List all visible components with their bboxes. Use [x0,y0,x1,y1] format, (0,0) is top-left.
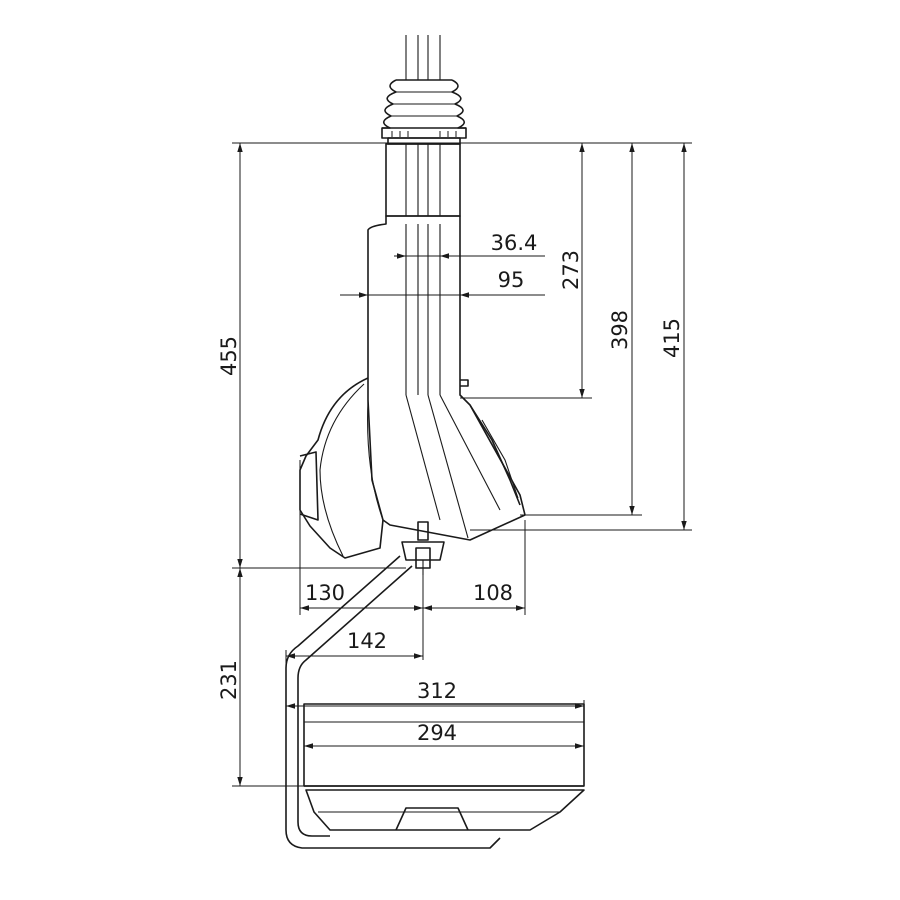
lamp-head [299,377,521,559]
upper-cylinder [385,143,461,217]
dimension-108-label: 108 [473,581,513,605]
dimension-294: 294 [304,721,584,749]
dimension-130: 130 [300,581,423,611]
dimension-36-4: 36.4 [394,231,545,259]
dimension-312: 312 [286,679,584,709]
dimension-108: 108 [423,581,525,611]
dimension-130-label: 130 [305,581,345,605]
dimension-398-label: 398 [608,310,632,350]
dimension-415-label: 415 [660,318,684,358]
dimension-142-label: 142 [347,629,387,653]
dimension-455: 455 [217,143,243,568]
extension-lines [232,142,692,787]
dimension-273: 273 [559,143,585,398]
dimension-312-label: 312 [417,679,457,703]
dimension-36-4-label: 36.4 [491,231,538,255]
lamp-column [367,215,526,541]
dimension-455-label: 455 [217,336,241,376]
dimension-273-label: 273 [559,250,583,290]
dimension-231: 231 [217,568,243,786]
swivel-joint [401,521,445,575]
suspension-rods [405,35,441,80]
dimension-231-label: 231 [217,660,241,700]
dimension-95: 95 [340,268,545,298]
dimension-142: 142 [286,629,423,659]
dimension-398: 398 [608,143,635,515]
dimension-95-label: 95 [498,268,525,292]
lamp-assembly [285,35,585,849]
support-arm [285,555,501,849]
bellows [381,79,467,145]
dimension-415: 415 [660,143,687,530]
dimension-294-label: 294 [417,721,457,745]
